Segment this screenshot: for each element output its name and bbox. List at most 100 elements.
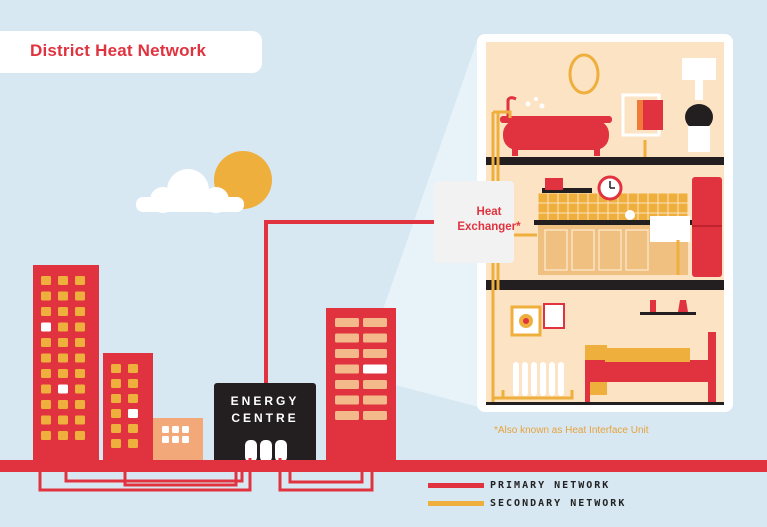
legend-primary-swatch — [428, 483, 484, 488]
window — [182, 436, 189, 443]
toilet-icon — [682, 58, 716, 152]
primary-pipe-to-exchanger — [264, 220, 436, 402]
window — [363, 364, 387, 374]
window — [162, 426, 169, 433]
window — [335, 349, 359, 358]
window — [58, 353, 68, 363]
shelf-icon — [640, 312, 696, 315]
window — [335, 380, 359, 389]
energy-centre-building — [214, 383, 316, 465]
footnote: *Also known as Heat Interface Unit — [494, 425, 649, 436]
bathtub-icon — [503, 120, 609, 150]
window — [58, 431, 68, 440]
window — [335, 318, 359, 327]
window — [363, 333, 387, 343]
window — [363, 395, 387, 405]
window — [58, 400, 68, 409]
window — [363, 380, 387, 389]
window — [75, 307, 85, 316]
radiator-icon — [513, 362, 564, 396]
window — [58, 276, 68, 285]
window — [41, 322, 51, 332]
window — [41, 307, 51, 316]
window — [58, 384, 68, 394]
ground-strip — [0, 460, 767, 472]
window — [41, 384, 51, 394]
window — [363, 318, 387, 327]
window — [75, 431, 85, 440]
window — [172, 426, 179, 433]
window — [363, 411, 387, 420]
cloud-icon — [136, 169, 244, 213]
building-windows — [41, 276, 387, 448]
window — [128, 379, 138, 388]
primary-building-risers — [248, 458, 282, 465]
title-box — [0, 31, 262, 73]
window — [363, 349, 387, 358]
window — [128, 409, 138, 418]
window — [128, 364, 138, 373]
window — [75, 338, 85, 347]
window — [172, 436, 179, 443]
heat-exchanger-label: Heat Exchanger* — [434, 205, 544, 235]
window — [75, 353, 85, 363]
window — [58, 307, 68, 316]
toaster-icon — [545, 178, 563, 190]
window — [58, 415, 68, 425]
window — [75, 415, 85, 425]
window — [41, 338, 51, 347]
window — [111, 409, 121, 418]
picture-frame-small-icon — [543, 303, 565, 329]
window — [58, 322, 68, 332]
diagram-title: District Heat Network — [30, 41, 207, 60]
window — [41, 291, 51, 301]
window — [335, 395, 359, 405]
window — [75, 276, 85, 285]
window — [111, 364, 121, 373]
bedroom — [510, 300, 716, 402]
window — [75, 384, 85, 394]
window — [111, 394, 121, 403]
sun-icon — [214, 151, 272, 209]
window — [335, 364, 359, 374]
window — [162, 436, 169, 443]
house-cutaway — [477, 34, 733, 412]
window — [41, 276, 51, 285]
legend-secondary-label: SECONDARY NETWORK — [490, 498, 627, 509]
bed-icon — [585, 332, 716, 402]
window — [41, 353, 51, 363]
window — [41, 431, 51, 440]
legend-primary-label: PRIMARY NETWORK — [490, 480, 611, 491]
window — [335, 333, 359, 343]
energy-centre-label-line1: ENERGY — [230, 394, 300, 408]
window — [58, 291, 68, 301]
window — [111, 379, 121, 388]
window — [41, 369, 51, 378]
window — [75, 369, 85, 378]
window — [335, 411, 359, 420]
heat-exchanger-label-line1: Heat — [476, 206, 502, 218]
energy-centre-label-line2: CENTRE — [231, 411, 299, 425]
legend-secondary-swatch — [428, 501, 484, 506]
window — [41, 415, 51, 425]
window — [128, 424, 138, 433]
window — [75, 400, 85, 409]
window — [111, 439, 121, 448]
heat-exchanger-box — [434, 181, 514, 263]
mirror-icon — [568, 53, 600, 95]
primary-underground-pipes — [38, 470, 374, 492]
window — [75, 322, 85, 332]
heat-exchanger-label-line2: Exchanger* — [457, 221, 521, 233]
window — [58, 369, 68, 378]
window — [58, 338, 68, 347]
bathroom — [500, 53, 716, 156]
window — [128, 439, 138, 448]
kitchen — [534, 175, 722, 277]
energy-centre-label: ENERGY CENTRE — [214, 393, 316, 427]
window — [75, 291, 85, 301]
window — [182, 426, 189, 433]
window — [128, 394, 138, 403]
window — [41, 400, 51, 409]
